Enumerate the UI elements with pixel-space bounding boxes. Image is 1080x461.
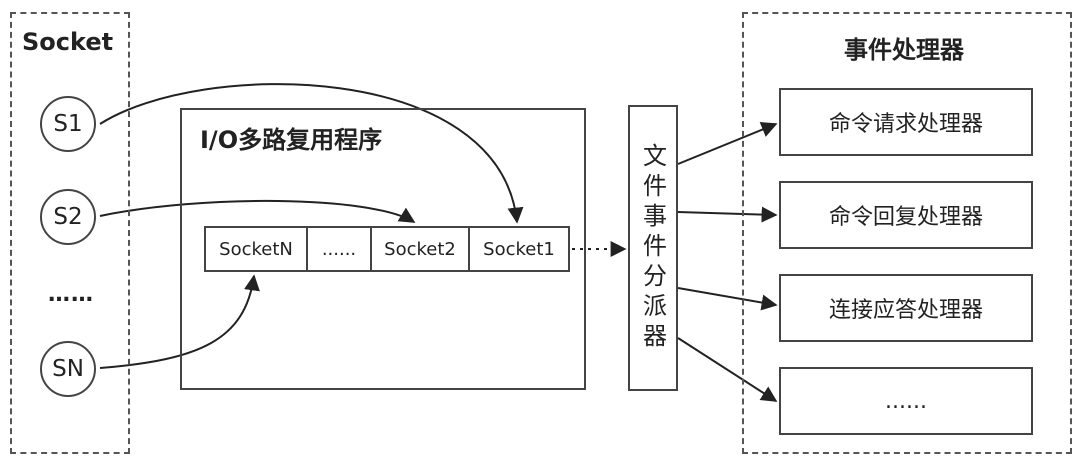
handlers-panel <box>742 12 1072 454</box>
arrow-to-handler-accept <box>677 287 778 311</box>
arrow-sn-to-socketn <box>99 274 260 369</box>
socket-ellipsis: …… <box>48 282 94 307</box>
handler-connection-accept: 连接应答处理器 <box>779 274 1033 342</box>
handlers-panel-title: 事件处理器 <box>844 36 964 64</box>
io-multiplexer-title: I/O多路复用程序 <box>200 126 383 154</box>
queue-cell-ellipsis: ...... <box>308 228 372 270</box>
socket-s2: S2 <box>40 189 96 245</box>
socket-s1: S1 <box>40 96 96 152</box>
socket-queue: SocketN ...... Socket2 Socket1 <box>204 226 570 272</box>
handler-ellipsis: ...... <box>779 367 1033 435</box>
arrow-to-handler-request <box>677 122 778 165</box>
socket-panel-title: Socket <box>22 28 114 56</box>
socket-sn: SN <box>40 341 96 397</box>
arrow-to-handler-reply <box>677 206 778 223</box>
dispatcher-label: 文件事件分派器 <box>638 143 667 353</box>
queue-cell-socket2: Socket2 <box>372 228 470 270</box>
io-multiplexer-box <box>180 108 586 390</box>
handler-command-request: 命令请求处理器 <box>779 88 1033 156</box>
arrow-s2-to-socket2 <box>99 199 416 223</box>
socket-panel <box>10 12 130 454</box>
arrow-s1-to-socket1 <box>99 83 524 224</box>
queue-cell-socket1: Socket1 <box>483 238 555 260</box>
arrow-to-handler-ellipsis <box>677 337 778 402</box>
queue-cell-socketn: SocketN <box>206 228 308 270</box>
handler-command-reply: 命令回复处理器 <box>779 181 1033 249</box>
file-event-dispatcher: 文件事件分派器 <box>628 105 678 391</box>
